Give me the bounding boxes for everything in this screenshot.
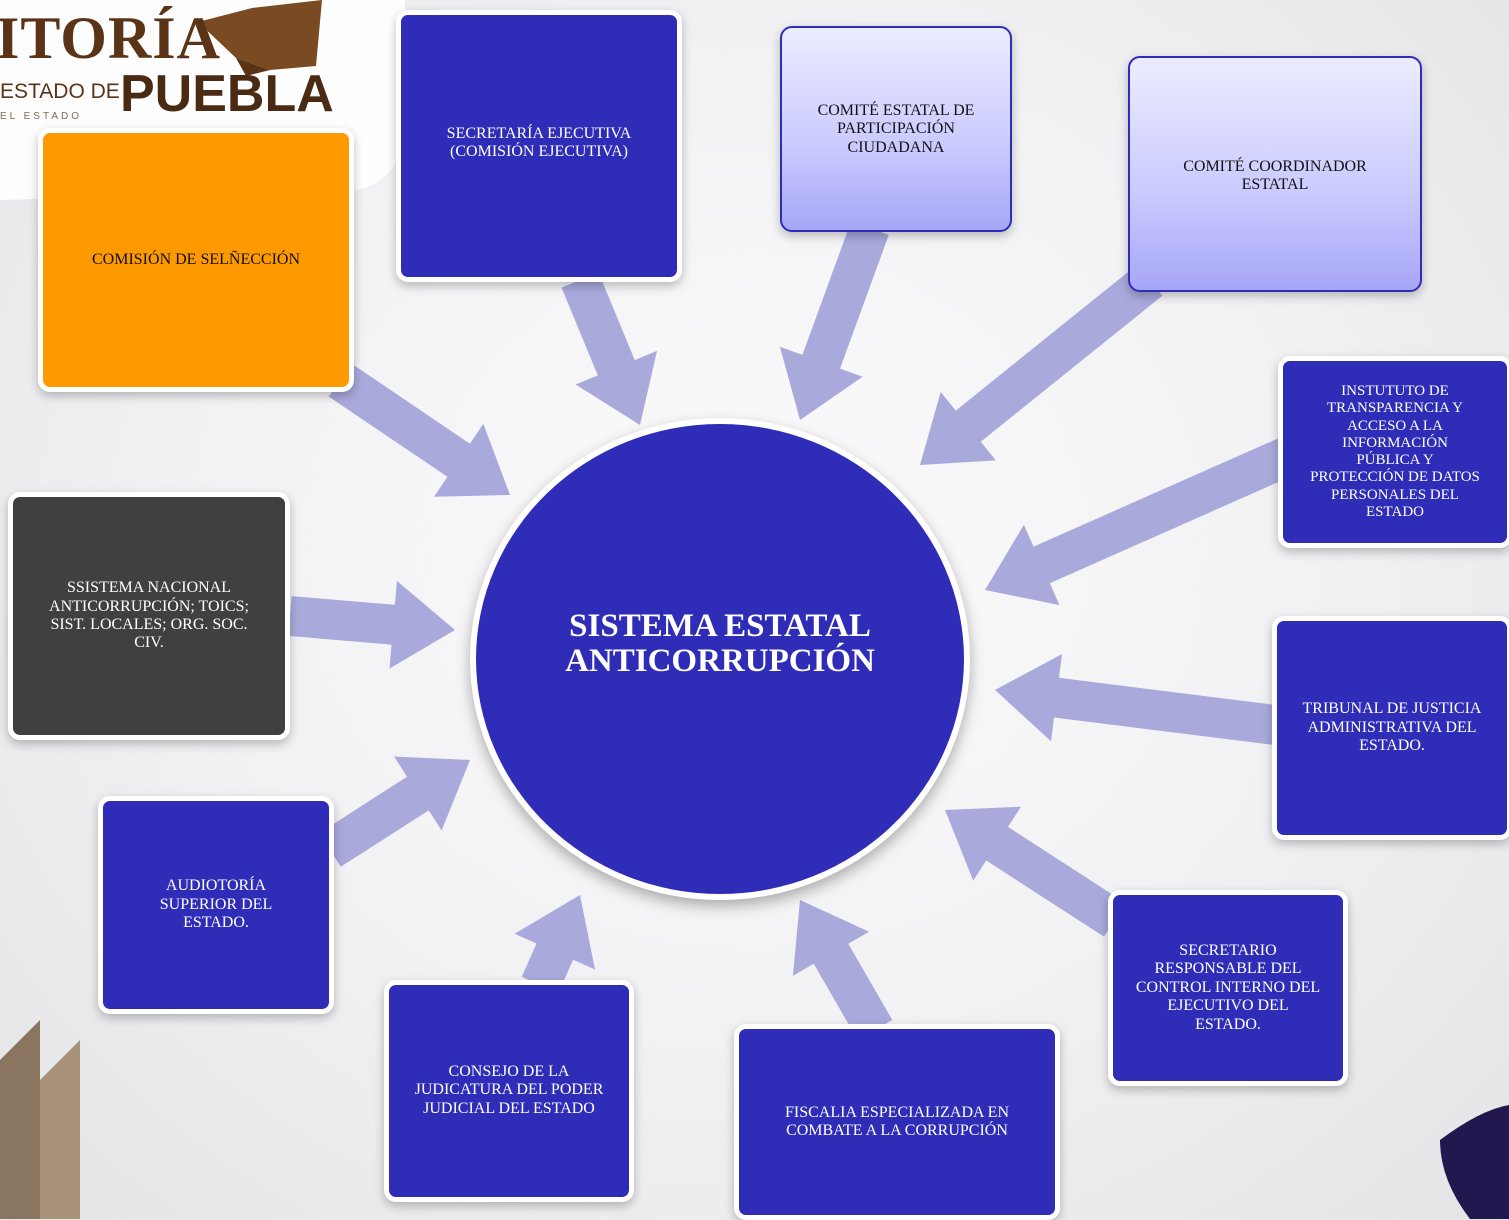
arrow-from-secretario (945, 806, 1126, 937)
node-label: COMITÉ COORDINADOR ESTATAL (1183, 158, 1367, 194)
logo-wordmark-top: ITORÍA (0, 5, 221, 71)
center-label: SISTEMA ESTATAL ANTICORRUPCIÓN (565, 608, 875, 679)
node-comision-seleccion: COMISIÓN DE SELÑECCIÓN (38, 128, 354, 392)
node-consejo-judicatura: CONSEJO DE LA JUDICATURA DEL PODER JUDIC… (384, 980, 634, 1202)
arrow-group (288, 221, 1299, 1040)
node-label: SSISTEMA NACIONAL ANTICORRUPCIÓN; TOICS;… (49, 579, 249, 652)
arrow-from-auditoria (319, 756, 470, 867)
node-label: INSTUTUTO DE TRANSPARENCIA Y ACCESO A LA… (1310, 383, 1480, 520)
logo-del-estado: EL ESTADO (0, 111, 83, 122)
logo-book-shadow (236, 58, 270, 76)
node-secretaria-ejecutiva: SECRETARÍA EJECUTIVA (COMISIÓN EJECUTIVA… (396, 10, 682, 282)
node-label: SECRETARÍA EJECUTIVA (COMISIÓN EJECUTIVA… (446, 125, 632, 161)
logo-book-icon (198, 0, 322, 70)
node-fiscalia: FISCALIA ESPECIALIZADA EN COMBATE A LA C… (734, 1024, 1060, 1220)
node-label: COMITÉ ESTATAL DE PARTICIPACIÓN CIUDADAN… (817, 102, 975, 156)
node-label: AUDIOTORÍA SUPERIOR DEL ESTADO. (159, 877, 273, 932)
node-label: SECRETARIO RESPONSABLE DEL CONTROL INTER… (1135, 942, 1321, 1033)
node-comite-participacion: COMITÉ ESTATAL DE PARTICIPACIÓN CIUDADAN… (780, 26, 1012, 232)
node-tribunal-justicia: TRIBUNAL DE JUSTICIA ADMINISTRATIVA DEL … (1272, 616, 1509, 840)
arrow-from-instituto (985, 436, 1299, 606)
arrow-from-sistema (288, 580, 455, 669)
node-auditoria: AUDIOTORÍA SUPERIOR DEL ESTADO. (98, 796, 334, 1014)
node-sistema-nacional: SSISTEMA NACIONAL ANTICORRUPCIÓN; TOICS;… (8, 492, 290, 740)
arrow-from-fiscalia (792, 900, 893, 1040)
arrow-from-coordinador (920, 264, 1163, 465)
arrow-from-consejo (514, 895, 595, 994)
center-circle: SISTEMA ESTATAL ANTICORRUPCIÓN (470, 418, 970, 900)
logo-puebla: PUEBLA (120, 65, 334, 123)
arrow-from-tribunal (995, 654, 1278, 745)
node-label: FISCALIA ESPECIALIZADA EN COMBATE A LA C… (784, 1103, 1009, 1139)
arrow-from-secretaria (561, 272, 657, 425)
node-secretario-control: SECRETARIO RESPONSABLE DEL CONTROL INTER… (1108, 890, 1348, 1086)
arrow-from-comision (328, 363, 510, 497)
node-label: CONSEJO DE LA JUDICATURA DEL PODER JUDIC… (414, 1063, 604, 1117)
node-label: TRIBUNAL DE JUSTICIA ADMINISTRATIVA DEL … (1302, 700, 1482, 755)
corner-shape-left-2 (40, 1040, 80, 1219)
logo-estado-de: ESTADO DE (0, 80, 120, 103)
corner-logo-right (1440, 1105, 1509, 1219)
node-instituto-transparencia: INSTUTUTO DE TRANSPARENCIA Y ACCESO A LA… (1278, 356, 1509, 548)
node-comite-coordinador: COMITÉ COORDINADOR ESTATAL (1128, 56, 1422, 292)
node-label: COMISIÓN DE SELÑECCIÓN (92, 250, 300, 268)
corner-shape-left (0, 1020, 40, 1219)
arrow-from-participacion (779, 221, 889, 420)
